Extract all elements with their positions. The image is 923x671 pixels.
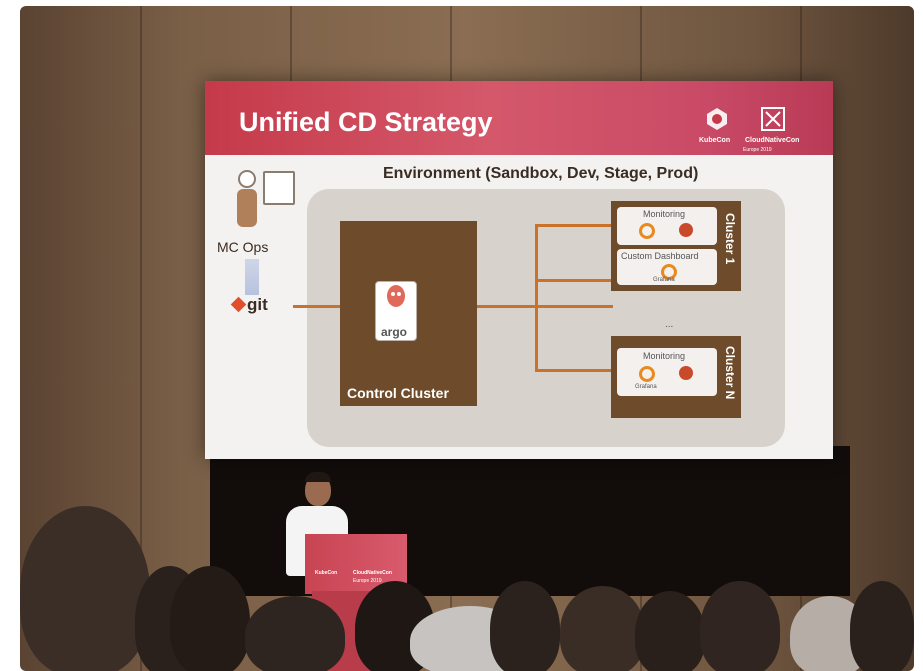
photo-frame: Unified CD Strategy KubeCon CloudNativeC… xyxy=(20,6,914,671)
audience-head xyxy=(560,586,645,671)
wall-panel-seam xyxy=(140,6,142,671)
grafana-icon xyxy=(639,366,655,382)
argo-label: argo xyxy=(381,325,408,339)
grafana-icon xyxy=(661,264,677,280)
custom-dashboard-card: Custom Dashboard Grafana xyxy=(617,249,717,285)
monitoring-card: Monitoring xyxy=(617,207,717,245)
slide-title: Unified CD Strategy xyxy=(239,107,493,137)
slide-header xyxy=(205,81,833,155)
mc-ops-label: MC Ops xyxy=(217,239,269,255)
cncf-logo xyxy=(761,107,785,131)
cluster-1-box: Monitoring Custom Dashboard Grafana Clus… xyxy=(611,201,741,291)
arrow-cluster1-dashboard xyxy=(535,279,611,282)
podium-event: Europe 2019 xyxy=(353,578,382,584)
audience-head xyxy=(490,581,560,671)
audience-head xyxy=(170,566,250,671)
kubecon-logo xyxy=(707,108,727,130)
screen-icon xyxy=(263,171,295,205)
kubecon-logo-text: KubeCon xyxy=(699,137,731,144)
environment-title: Environment (Sandbox, Dev, Stage, Prod) xyxy=(383,165,699,182)
ellipsis: ... xyxy=(665,319,674,330)
audience-head xyxy=(850,581,914,671)
monitoring-label: Monitoring xyxy=(643,209,686,219)
event-label: Europe 2019 xyxy=(743,147,772,153)
grafana-icon xyxy=(639,223,655,239)
cluster-n-box: Monitoring Grafana Cluster N xyxy=(611,336,741,418)
prometheus-icon xyxy=(679,223,693,237)
arrow-clustern xyxy=(535,369,611,372)
cluster-n-label: Cluster N xyxy=(723,346,737,400)
cncf-logo-text: CloudNativeCon xyxy=(745,137,800,144)
grafana-label: Grafana xyxy=(653,277,675,283)
audience-head xyxy=(245,596,345,671)
cluster-1-label: Cluster 1 xyxy=(723,213,737,265)
audience-head xyxy=(635,591,705,671)
custom-dashboard-label: Custom Dashboard xyxy=(621,251,699,261)
projection-screen: Unified CD Strategy KubeCon CloudNativeC… xyxy=(205,81,833,459)
down-arrow xyxy=(245,259,259,295)
monitoring-card: Monitoring Grafana xyxy=(617,348,717,396)
argo-icon xyxy=(375,281,417,341)
audience-head xyxy=(20,506,150,671)
grafana-label: Grafana xyxy=(635,384,657,390)
monitoring-label: Monitoring xyxy=(643,351,686,361)
arrow-cluster1-monitoring xyxy=(535,224,611,227)
podium-cncf: CloudNativeCon xyxy=(353,570,392,576)
git-label: git xyxy=(247,295,268,314)
control-cluster-label: Control Cluster xyxy=(347,385,449,401)
git-icon xyxy=(230,296,247,313)
audience-head xyxy=(700,581,780,671)
person-icon xyxy=(237,170,257,227)
arrow-trunk xyxy=(535,224,538,370)
speaker-hair xyxy=(305,472,331,482)
podium-kubecon: KubeCon xyxy=(315,570,338,576)
prometheus-icon xyxy=(679,366,693,380)
